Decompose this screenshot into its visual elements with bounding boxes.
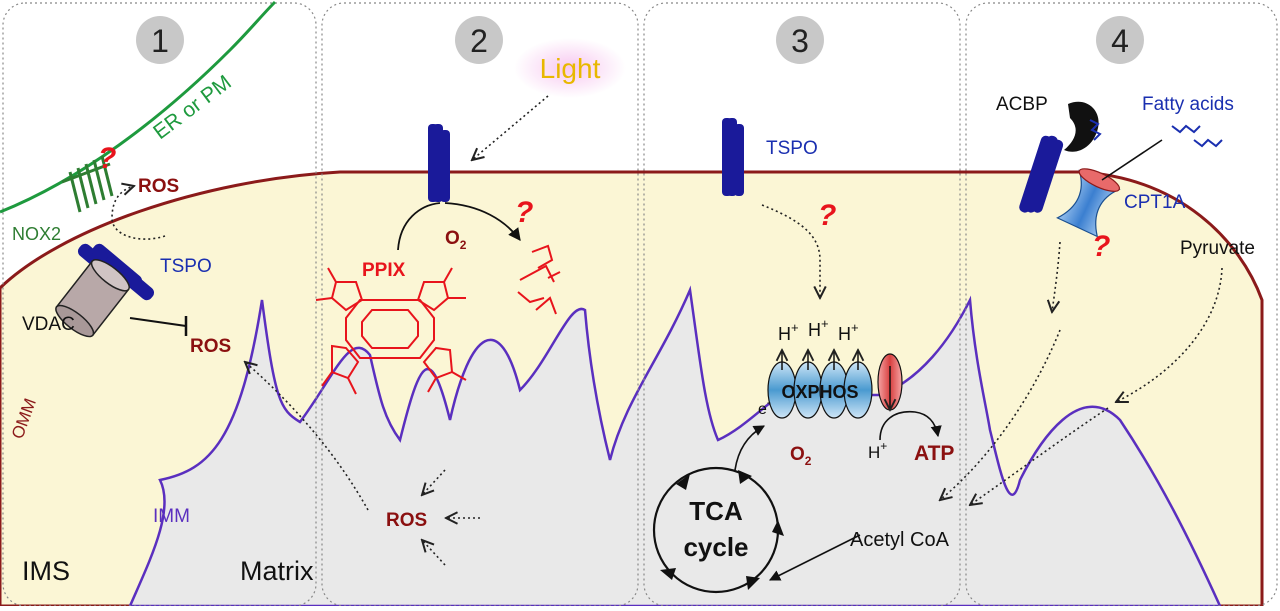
ppix-to-tspo-curve (397, 202, 441, 251)
h-plus-2: H+ (808, 316, 829, 340)
fatty-acid-into-cpt1a-line (1101, 139, 1163, 181)
h-plus-3: H+ (838, 320, 859, 344)
tspo-to-fragments-arrow (444, 202, 521, 242)
svg-text:1: 1 (151, 23, 169, 59)
panel-frame-4 (965, 2, 1278, 607)
vdac-inhibit-line (129, 317, 187, 327)
fatty-acids-label: Fatty acids (1142, 94, 1234, 115)
vdac-label: VDAC (22, 314, 75, 335)
fatty-acid-1 (1171, 124, 1201, 134)
ros-label-matrix: ROS (386, 510, 427, 531)
oxphos-label: OXPHOS (781, 382, 858, 402)
tspo-protein-2 (428, 124, 450, 202)
pyruvate-arrow (1116, 267, 1223, 402)
h-plus-atp: H+ (868, 439, 887, 462)
imm-label: IMM (153, 506, 190, 527)
acbp-label: ACBP (996, 94, 1048, 115)
tspo-protein-4 (1019, 135, 1064, 213)
o2-label-3: O2 (790, 444, 812, 468)
tca-cycle (652, 466, 784, 594)
acetyl-coa-label: Acetyl CoA (850, 529, 950, 551)
oxphos-complexes (767, 361, 873, 419)
ppix-label: PPIX (362, 260, 406, 281)
ppix-fragments (517, 244, 561, 315)
proton-pump-arrows (782, 350, 858, 370)
electron-label: e- (758, 395, 771, 418)
acbp-protein (1064, 101, 1099, 152)
ims-label: IMS (22, 556, 70, 586)
cpt1a-transporter (1056, 168, 1121, 238)
acetyl-coa-to-tca-arrow (768, 534, 861, 581)
h-plus-1: H+ (778, 320, 799, 344)
imm-membrane (128, 285, 1222, 608)
matrix-label: Matrix (240, 556, 314, 586)
svg-text:3: 3 (791, 23, 809, 59)
svg-text:4: 4 (1111, 23, 1129, 59)
panel-badge-3: 3 (776, 16, 824, 64)
er-or-pm-label: ER or PM (149, 71, 236, 144)
acbp-bound-fatty-acid (1089, 119, 1102, 141)
question-mark-3: ? (818, 199, 836, 232)
er-pm-membrane (0, 0, 277, 214)
light-arrow (472, 95, 549, 160)
nox2-ros-arrow (111, 186, 166, 240)
panel-badge-4: 4 (1096, 16, 1144, 64)
tspo-label-3: TSPO (766, 138, 818, 159)
o2-label-2: O2 (445, 228, 467, 252)
tca-label-line1: TCA (689, 496, 743, 526)
nox2-protein (61, 155, 114, 213)
atp-label: ATP (914, 442, 954, 465)
cpt1a-label: CPT1A (1124, 192, 1186, 213)
light-label: Light (540, 53, 601, 84)
atp-synthesis-arrow (879, 411, 942, 441)
panel-badge-2: 2 (455, 16, 503, 64)
tca-to-oxphos-arrow (734, 425, 765, 471)
light-glow (514, 38, 626, 98)
nox2-label: NOX2 (12, 224, 61, 244)
tspo-label-1: TSPO (160, 256, 212, 277)
svg-text:2: 2 (470, 23, 488, 59)
tca-label-line2: cycle (683, 532, 748, 562)
pyruvate-label: Pyruvate (1180, 238, 1255, 259)
question-mark-4: ? (1092, 230, 1110, 263)
ros-label-ims: ROS (190, 336, 231, 357)
ros-source-arrow-top (422, 469, 446, 495)
fatty-acid-2 (1193, 138, 1223, 148)
question-mark-1: ? (98, 142, 116, 175)
ros-label-nox: ROS (138, 176, 179, 197)
vdac-channel (55, 259, 130, 338)
ppix-molecule (315, 267, 467, 395)
fatty-acid-to-acetyl-coa-arrow (940, 329, 1061, 500)
question-mark-2: ? (515, 196, 533, 229)
panel-badge-1: 1 (136, 16, 184, 64)
tspo-protein-3 (722, 118, 744, 196)
ros-source-arrow-bot (422, 540, 446, 566)
ros-matrix-to-ims-arrow (245, 362, 369, 511)
